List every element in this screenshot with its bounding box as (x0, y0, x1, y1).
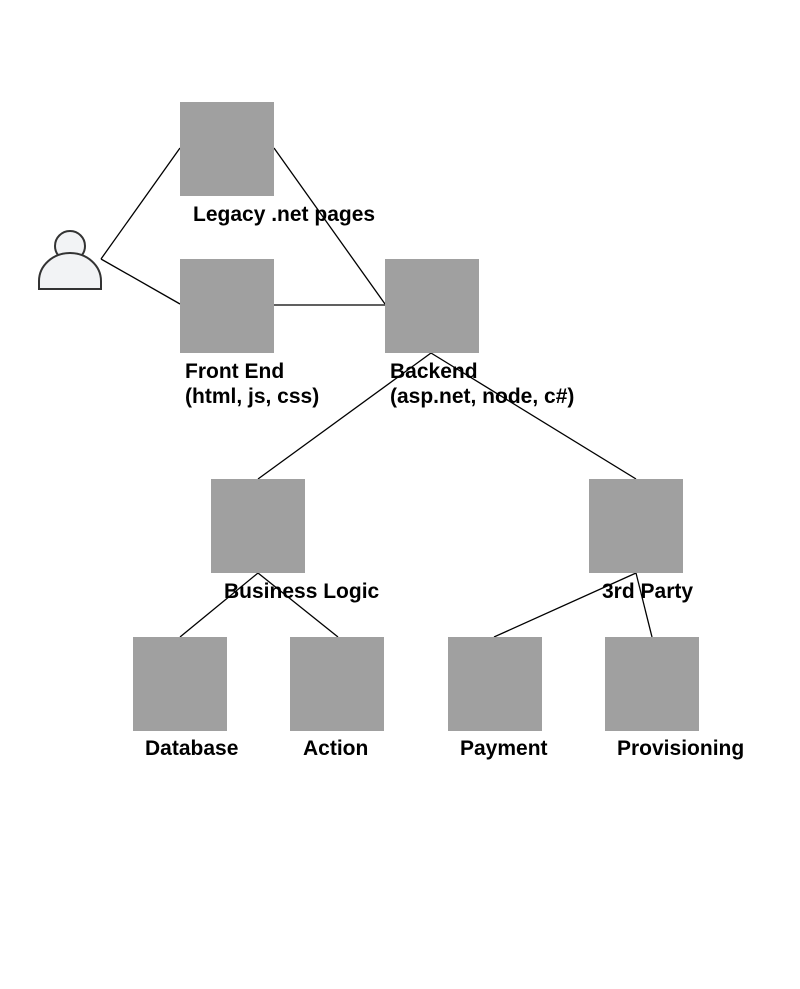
edge-third-party-to-payment (493, 572, 637, 638)
edge-backend-to-business-logic (257, 352, 432, 480)
node-legacy: Legacy .net pages (180, 102, 375, 226)
node-box-business-logic (211, 479, 305, 573)
node-label-backend-line-1: Backend (390, 360, 478, 383)
node-box-database (133, 637, 227, 731)
node-payment: Payment (448, 637, 548, 760)
edge-backend-to-third-party (430, 352, 637, 480)
node-label-business-logic: Business Logic (224, 580, 380, 603)
node-frontend: Front End(html, js, css) (180, 259, 319, 408)
edge-user-to-legacy (100, 147, 181, 260)
node-label-frontend-line-2: (html, js, css) (185, 385, 319, 408)
node-box-provisioning (605, 637, 699, 731)
node-third-party: 3rd Party (589, 479, 693, 603)
node-box-third-party (589, 479, 683, 573)
node-backend: Backend(asp.net, node, c#) (385, 259, 574, 408)
node-provisioning: Provisioning (605, 637, 744, 760)
user-icon (38, 230, 102, 290)
node-business-logic: Business Logic (211, 479, 380, 603)
node-label-legacy: Legacy .net pages (193, 203, 375, 226)
edge-user-to-frontend (100, 258, 181, 305)
user-actor (38, 230, 102, 290)
edges (100, 147, 653, 638)
node-action: Action (290, 637, 384, 760)
node-box-payment (448, 637, 542, 731)
node-label-frontend-line-1: Front End (185, 360, 284, 383)
node-box-backend (385, 259, 479, 353)
node-box-frontend (180, 259, 274, 353)
edge-business-logic-to-database (179, 572, 259, 638)
edge-legacy-to-backend (273, 147, 386, 305)
node-label-database: Database (145, 737, 238, 760)
user-body (38, 252, 102, 290)
node-label-provisioning: Provisioning (617, 737, 744, 760)
node-database: Database (133, 637, 238, 760)
node-label-payment: Payment (460, 737, 548, 760)
edge-business-logic-to-action (257, 572, 339, 638)
node-label-action: Action (303, 737, 368, 760)
node-label-backend-line-2: (asp.net, node, c#) (390, 385, 574, 408)
edge-third-party-to-provisioning (635, 572, 653, 638)
node-box-legacy (180, 102, 274, 196)
node-box-action (290, 637, 384, 731)
node-label-third-party: 3rd Party (602, 580, 693, 603)
